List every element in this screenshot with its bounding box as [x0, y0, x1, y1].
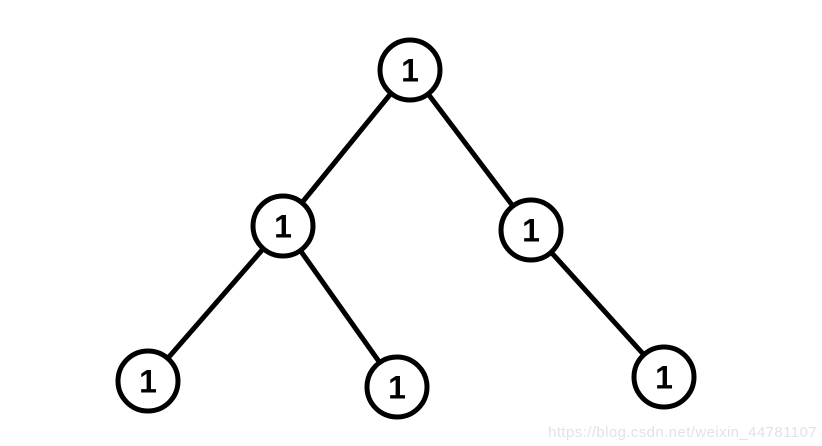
node-label-right: 1	[522, 213, 540, 249]
tree-edge-root-to-right	[408, 68, 533, 232]
tree-node-left-right: 1	[364, 354, 430, 420]
node-circle-left-right	[364, 354, 430, 420]
tree-edge-root-to-left	[281, 68, 412, 228]
tree-edge-left-to-left-left	[146, 224, 285, 383]
node-circle-left	[250, 193, 316, 259]
tree-node-left: 1	[250, 193, 316, 259]
node-label-root: 1	[401, 53, 419, 89]
node-label-left-left: 1	[139, 364, 157, 400]
node-label-left-right: 1	[388, 370, 406, 406]
tree-edge-right-to-right-right	[529, 228, 666, 379]
node-label-right-right: 1	[655, 360, 673, 396]
tree-node-right: 1	[498, 197, 564, 263]
node-label-left: 1	[274, 209, 292, 245]
node-circle-right-right	[631, 344, 697, 410]
node-circle-right	[498, 197, 564, 263]
tree-node-left-left: 1	[115, 348, 181, 414]
tree-node-root: 1	[377, 37, 443, 103]
node-circle-root	[377, 37, 443, 103]
tree-edge-left-to-left-right	[280, 224, 400, 389]
watermark-url: https://blog.csdn.net/weixin_44781107	[548, 424, 817, 441]
tree-node-right-right: 1	[631, 344, 697, 410]
node-circle-left-left	[115, 348, 181, 414]
